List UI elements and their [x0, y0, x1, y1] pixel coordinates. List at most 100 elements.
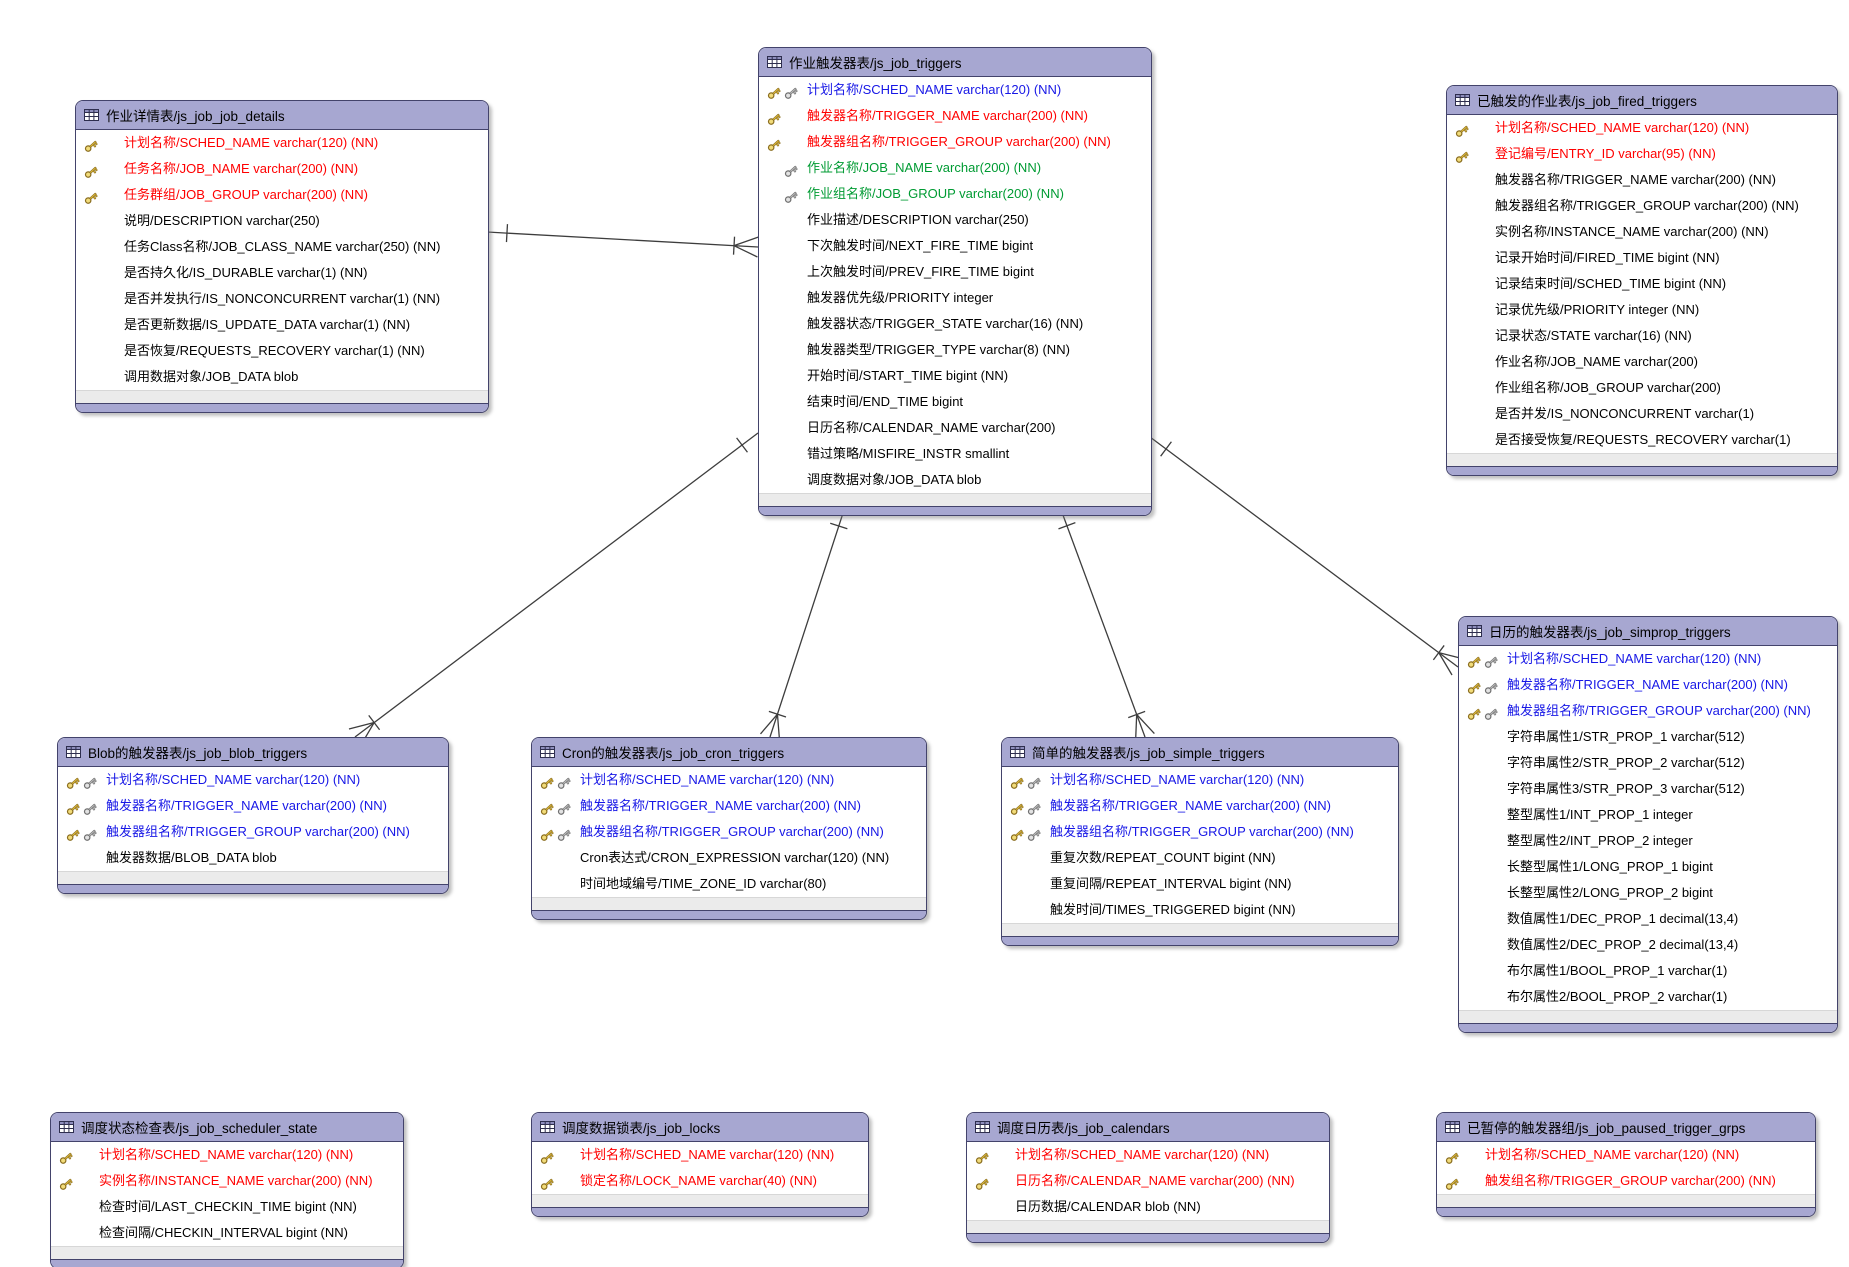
field-row[interactable]: 是否并发执行/IS_NONCONCURRENT varchar(1) (NN): [76, 286, 488, 312]
field-row[interactable]: 时间地域编号/TIME_ZONE_ID varchar(80): [532, 871, 926, 897]
field-row[interactable]: 计划名称/SCHED_NAME varchar(120) (NN): [1437, 1142, 1815, 1168]
field-row[interactable]: 日历名称/CALENDAR_NAME varchar(200) (NN): [967, 1168, 1329, 1194]
field-row[interactable]: 上次触发时间/PREV_FIRE_TIME bigint: [759, 259, 1151, 285]
entity-header[interactable]: 作业详情表/js_job_job_details: [76, 101, 488, 130]
field-row[interactable]: 长整型属性2/LONG_PROP_2 bigint: [1459, 880, 1837, 906]
field-row[interactable]: 是否并发/IS_NONCONCURRENT varchar(1): [1447, 401, 1837, 427]
field-row[interactable]: 触发器优先级/PRIORITY integer: [759, 285, 1151, 311]
field-row[interactable]: 任务群组/JOB_GROUP varchar(200) (NN): [76, 182, 488, 208]
relationship-js_job_job_details-to-js_job_triggers[interactable]: [486, 224, 759, 258]
field-row[interactable]: 实例名称/INSTANCE_NAME varchar(200) (NN): [1447, 219, 1837, 245]
field-row[interactable]: 整型属性1/INT_PROP_1 integer: [1459, 802, 1837, 828]
field-row[interactable]: 触发器名称/TRIGGER_NAME varchar(200) (NN): [759, 103, 1151, 129]
field-row[interactable]: 是否接受恢复/REQUESTS_RECOVERY varchar(1): [1447, 427, 1837, 453]
field-row[interactable]: 触发器组名称/TRIGGER_GROUP varchar(200) (NN): [759, 129, 1151, 155]
entity-header[interactable]: Blob的触发器表/js_job_blob_triggers: [58, 738, 448, 767]
field-row[interactable]: 触发器组名称/TRIGGER_GROUP varchar(200) (NN): [532, 819, 926, 845]
field-row[interactable]: 计划名称/SCHED_NAME varchar(120) (NN): [967, 1142, 1329, 1168]
field-row[interactable]: 调用数据对象/JOB_DATA blob: [76, 364, 488, 390]
entity-header[interactable]: Cron的触发器表/js_job_cron_triggers: [532, 738, 926, 767]
field-row[interactable]: 记录优先级/PRIORITY integer (NN): [1447, 297, 1837, 323]
field-row[interactable]: 重复次数/REPEAT_COUNT bigint (NN): [1002, 845, 1398, 871]
field-row[interactable]: 字符串属性2/STR_PROP_2 varchar(512): [1459, 750, 1837, 776]
field-row[interactable]: 作业描述/DESCRIPTION varchar(250): [759, 207, 1151, 233]
field-row[interactable]: 是否持久化/IS_DURABLE varchar(1) (NN): [76, 260, 488, 286]
field-row[interactable]: 是否恢复/REQUESTS_RECOVERY varchar(1) (NN): [76, 338, 488, 364]
relationship-js_job_triggers-to-js_job_simple_triggers[interactable]: [1058, 506, 1155, 741]
field-row[interactable]: 计划名称/SCHED_NAME varchar(120) (NN): [532, 767, 926, 793]
field-row[interactable]: 触发器名称/TRIGGER_NAME varchar(200) (NN): [1459, 672, 1837, 698]
field-row[interactable]: 触发器名称/TRIGGER_NAME varchar(200) (NN): [532, 793, 926, 819]
field-row[interactable]: Cron表达式/CRON_EXPRESSION varchar(120) (NN…: [532, 845, 926, 871]
field-row[interactable]: 登记编号/ENTRY_ID varchar(95) (NN): [1447, 141, 1837, 167]
field-row[interactable]: 计划名称/SCHED_NAME varchar(120) (NN): [76, 130, 488, 156]
field-row[interactable]: 计划名称/SCHED_NAME varchar(120) (NN): [51, 1142, 403, 1168]
field-row[interactable]: 是否更新数据/IS_UPDATE_DATA varchar(1) (NN): [76, 312, 488, 338]
field-row[interactable]: 计划名称/SCHED_NAME varchar(120) (NN): [58, 767, 448, 793]
field-row[interactable]: 结束时间/END_TIME bigint: [759, 389, 1151, 415]
field-row[interactable]: 锁定名称/LOCK_NAME varchar(40) (NN): [532, 1168, 868, 1194]
field-row[interactable]: 作业名称/JOB_NAME varchar(200): [1447, 349, 1837, 375]
field-row[interactable]: 触发器组名称/TRIGGER_GROUP varchar(200) (NN): [58, 819, 448, 845]
field-row[interactable]: 布尔属性2/BOOL_PROP_2 varchar(1): [1459, 984, 1837, 1010]
field-row[interactable]: 布尔属性1/BOOL_PROP_1 varchar(1): [1459, 958, 1837, 984]
field-row[interactable]: 触发器组名称/TRIGGER_GROUP varchar(200) (NN): [1002, 819, 1398, 845]
field-row[interactable]: 作业名称/JOB_NAME varchar(200) (NN): [759, 155, 1151, 181]
field-row[interactable]: 记录开始时间/FIRED_TIME bigint (NN): [1447, 245, 1837, 271]
field-row[interactable]: 任务Class名称/JOB_CLASS_NAME varchar(250) (N…: [76, 234, 488, 260]
field-row[interactable]: 触发器数据/BLOB_DATA blob: [58, 845, 448, 871]
field-row[interactable]: 长整型属性1/LONG_PROP_1 bigint: [1459, 854, 1837, 880]
relationship-js_job_triggers-to-js_job_cron_triggers[interactable]: [759, 506, 848, 741]
field-row[interactable]: 触发器名称/TRIGGER_NAME varchar(200) (NN): [58, 793, 448, 819]
entity-header[interactable]: 调度数据锁表/js_job_locks: [532, 1113, 868, 1142]
field-row[interactable]: 触发器状态/TRIGGER_STATE varchar(16) (NN): [759, 311, 1151, 337]
field-row[interactable]: 数值属性1/DEC_PROP_1 decimal(13,4): [1459, 906, 1837, 932]
entity-header[interactable]: 调度日历表/js_job_calendars: [967, 1113, 1329, 1142]
field-row[interactable]: 数值属性2/DEC_PROP_2 decimal(13,4): [1459, 932, 1837, 958]
entity-header[interactable]: 调度状态检查表/js_job_scheduler_state: [51, 1113, 403, 1142]
field-row[interactable]: 检查间隔/CHECKIN_INTERVAL bigint (NN): [51, 1220, 403, 1246]
relationship-js_job_triggers-to-js_job_blob_triggers[interactable]: [348, 432, 759, 746]
field-row[interactable]: 计划名称/SCHED_NAME varchar(120) (NN): [1459, 646, 1837, 672]
field-row[interactable]: 触发器组名称/TRIGGER_GROUP varchar(200) (NN): [1459, 698, 1837, 724]
field-row[interactable]: 触发器类型/TRIGGER_TYPE varchar(8) (NN): [759, 337, 1151, 363]
field-row[interactable]: 记录状态/STATE varchar(16) (NN): [1447, 323, 1837, 349]
field-row[interactable]: 触发时间/TIMES_TRIGGERED bigint (NN): [1002, 897, 1398, 923]
field-row[interactable]: 实例名称/INSTANCE_NAME varchar(200) (NN): [51, 1168, 403, 1194]
field-row[interactable]: 触发器组名称/TRIGGER_GROUP varchar(200) (NN): [1447, 193, 1837, 219]
field-row[interactable]: 字符串属性1/STR_PROP_1 varchar(512): [1459, 724, 1837, 750]
relationship-js_job_triggers-to-js_job_simprop_triggers[interactable]: [1149, 436, 1465, 676]
field-row[interactable]: 下次触发时间/NEXT_FIRE_TIME bigint: [759, 233, 1151, 259]
field-row[interactable]: 触发器名称/TRIGGER_NAME varchar(200) (NN): [1447, 167, 1837, 193]
field-row[interactable]: 重复间隔/REPEAT_INTERVAL bigint (NN): [1002, 871, 1398, 897]
field-row[interactable]: 计划名称/SCHED_NAME varchar(120) (NN): [759, 77, 1151, 103]
field-row[interactable]: 作业组名称/JOB_GROUP varchar(200) (NN): [759, 181, 1151, 207]
field-row[interactable]: 计划名称/SCHED_NAME varchar(120) (NN): [1002, 767, 1398, 793]
field-row[interactable]: 字符串属性3/STR_PROP_3 varchar(512): [1459, 776, 1837, 802]
field-row[interactable]: 触发器名称/TRIGGER_NAME varchar(200) (NN): [1002, 793, 1398, 819]
field-row[interactable]: 作业组名称/JOB_GROUP varchar(200): [1447, 375, 1837, 401]
field-row[interactable]: 日历数据/CALENDAR blob (NN): [967, 1194, 1329, 1220]
field-row[interactable]: 触发组名称/TRIGGER_GROUP varchar(200) (NN): [1437, 1168, 1815, 1194]
field-row[interactable]: 检查时间/LAST_CHECKIN_TIME bigint (NN): [51, 1194, 403, 1220]
field-row[interactable]: 说明/DESCRIPTION varchar(250): [76, 208, 488, 234]
field-row[interactable]: 任务名称/JOB_NAME varchar(200) (NN): [76, 156, 488, 182]
field-row[interactable]: 调度数据对象/JOB_DATA blob: [759, 467, 1151, 493]
entity-header[interactable]: 作业触发器表/js_job_triggers: [759, 48, 1151, 77]
field-row[interactable]: 整型属性2/INT_PROP_2 integer: [1459, 828, 1837, 854]
entity-header[interactable]: 日历的触发器表/js_job_simprop_triggers: [1459, 617, 1837, 646]
field-row[interactable]: 开始时间/START_TIME bigint (NN): [759, 363, 1151, 389]
field-row[interactable]: 计划名称/SCHED_NAME varchar(120) (NN): [1447, 115, 1837, 141]
field-row[interactable]: 错过策略/MISFIRE_INSTR smallint: [759, 441, 1151, 467]
